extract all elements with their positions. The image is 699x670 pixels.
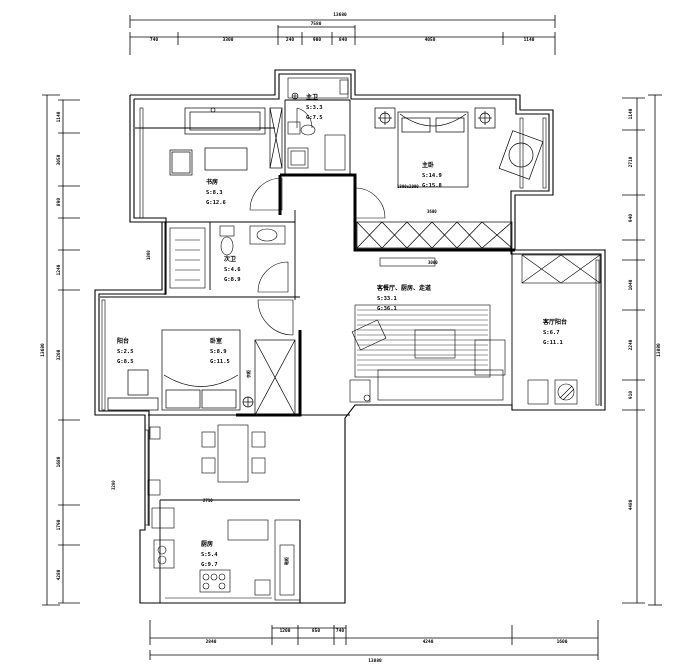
- inner-dim: 3000: [428, 260, 438, 265]
- room-g-study: G:12.6: [206, 200, 227, 206]
- exterior-walls: [94, 69, 606, 604]
- left-seg-dim: 890: [56, 198, 62, 206]
- rug-stripes: [357, 309, 488, 371]
- room-name-master-bath: 主卫: [306, 93, 318, 101]
- bottom-seg-dim: 4240: [423, 639, 434, 645]
- right-total-dim: 13880: [656, 343, 662, 357]
- left-seg-dim: 3200: [56, 349, 62, 360]
- room-s-bedroom2: S:8.9: [210, 349, 227, 355]
- room-s-master-bath: S:3.3: [306, 105, 323, 111]
- room-g-bedroom2: G:11.5: [210, 359, 230, 365]
- right-seg-dim: 2710: [628, 156, 634, 167]
- left-seg-dim: 1790: [56, 519, 62, 530]
- dining-set: [147, 424, 266, 496]
- right-seg-dim: 1040: [628, 279, 634, 290]
- bed-size-label: 1800x2000: [397, 184, 419, 189]
- top-seg-dim: 240: [286, 37, 294, 43]
- cabinet-label: 鞋柜: [283, 557, 289, 565]
- room-s-living: S:33.1: [377, 296, 398, 302]
- room-s-balcony-living: S:6.7: [543, 330, 560, 336]
- room-s-kitchen: S:5.4: [201, 552, 218, 558]
- bottom-seg-dim: 1600: [557, 639, 568, 645]
- inner-dim: 3200: [111, 480, 116, 490]
- tv-cabinet: [379, 257, 436, 267]
- room-s-second-bath: S:4.6: [224, 267, 241, 273]
- bottom-seg-dim: 2840: [206, 639, 217, 645]
- top-seg-dim: 1140: [524, 37, 535, 43]
- left-seg-dim: 3050: [56, 154, 62, 165]
- bottom-seg-dim: 740: [336, 628, 344, 634]
- inner-dim: 2710: [203, 498, 213, 503]
- study-furniture: [169, 107, 283, 176]
- room-name-kitchen: 厨房: [201, 540, 213, 548]
- balcony-fixtures: [521, 254, 601, 405]
- room-g-master-bedroom: G:15.8: [422, 183, 442, 189]
- room-s-master-bedroom: S:14.9: [422, 173, 442, 179]
- top-seg-dim: 740: [150, 37, 158, 43]
- room-name-master-bedroom: 主卧: [422, 161, 434, 169]
- right-dimensions: [622, 94, 662, 606]
- room-name-balcony-living: 客厅阳台: [542, 318, 567, 326]
- right-seg-dim: 2240: [628, 339, 634, 350]
- bottom-dimensions: [149, 620, 599, 660]
- right-seg-dim: 940: [628, 214, 634, 222]
- interior-partitions: [100, 99, 513, 603]
- left-dimensions: [42, 94, 80, 606]
- room-g-second-bath: G:8.9: [224, 277, 241, 283]
- master-bedroom-furniture: [356, 107, 544, 249]
- bottom-seg-dim: 850: [312, 628, 320, 634]
- room-g-balcony-small: G:8.5: [117, 359, 134, 365]
- left-seg-dim: 1140: [56, 111, 62, 122]
- kitchen-fixtures: [151, 507, 272, 599]
- room-g-living: G:36.1: [377, 306, 398, 312]
- top-seg-dim: 900: [313, 37, 321, 43]
- inner-dim: 3600: [427, 209, 437, 214]
- top-seg-dim: 3300: [223, 37, 234, 43]
- room-name-balcony-small: 阳台: [117, 337, 129, 345]
- right-seg-dim: 4480: [628, 499, 634, 510]
- room-name-second-bath: 次卫: [224, 255, 236, 263]
- room-g-balcony-living: G:11.1: [543, 340, 564, 346]
- top-dimensions: [129, 15, 556, 55]
- left-seg-dim: 1680: [56, 456, 62, 467]
- right-seg-dim: 1140: [628, 108, 634, 119]
- second-bath-fixtures: [169, 225, 286, 289]
- room-g-kitchen: G:9.7: [201, 562, 218, 568]
- room-name-living: 客餐厅、厨房、走道: [376, 284, 431, 292]
- left-seg-dim: 4280: [56, 569, 62, 580]
- living-furniture: [349, 304, 506, 403]
- top-seg-dim: 840: [339, 37, 347, 43]
- inner-dim: 1800: [146, 250, 151, 260]
- top-sub-dim: 7580: [311, 21, 322, 27]
- bottom-seg-dim: 1200: [280, 628, 291, 634]
- room-name-study: 书房: [206, 178, 218, 186]
- bedroom2-furniture: [107, 329, 296, 416]
- room-s-study: S:8.3: [206, 190, 223, 196]
- room-name-bedroom2: 卧室: [210, 337, 222, 345]
- windows: [101, 107, 600, 601]
- interior-walls: [236, 173, 515, 417]
- left-seg-dim: 1240: [56, 264, 62, 275]
- room-g-master-bath: G:7.5: [306, 115, 323, 121]
- closet-label: 衣柜: [245, 370, 251, 378]
- door-swings: [249, 107, 386, 336]
- top-total-dim: 13680: [333, 12, 347, 18]
- top-seg-dim: 4050: [425, 37, 436, 43]
- left-total-dim: 13680: [40, 343, 46, 357]
- bottom-total-dim: 13880: [368, 658, 382, 664]
- right-seg-dim: 910: [628, 391, 634, 399]
- master-bath-fixtures: [287, 77, 349, 171]
- room-s-balcony-small: S:2.5: [117, 349, 134, 355]
